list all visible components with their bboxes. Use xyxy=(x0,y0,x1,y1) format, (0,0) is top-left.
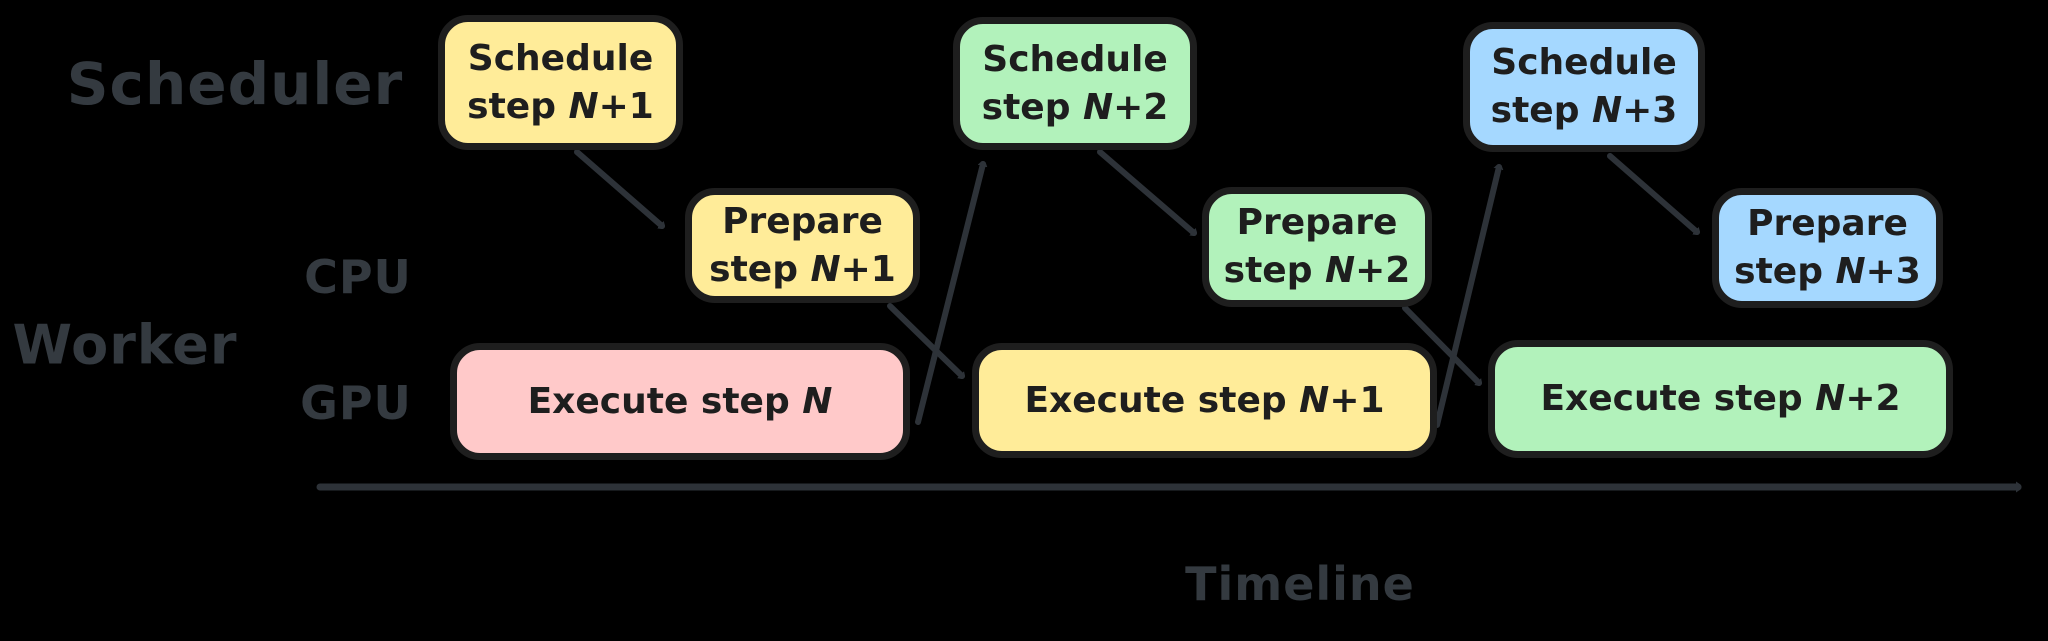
timeline-label: Timeline xyxy=(1185,557,1415,611)
node-label-line: step N+2 xyxy=(981,86,1169,128)
execute-step-n1-node: Execute step N+1 xyxy=(972,343,1437,458)
schedule-step-n1-node: Schedule step N+1 xyxy=(438,15,683,150)
prepare-step-n1-node: Prepare step N+1 xyxy=(685,188,920,303)
node-label-line: Execute step N+1 xyxy=(1024,379,1385,421)
scheduler-row-label: Scheduler xyxy=(66,50,404,118)
gpu-row-label: GPU xyxy=(300,376,412,430)
node-label-line: step N+3 xyxy=(1490,90,1678,131)
schedule-n1-to-prepare-n1-arrow xyxy=(574,149,662,229)
node-label-line: Schedule xyxy=(467,37,654,79)
node-label-line: step N+2 xyxy=(1223,250,1411,291)
cpu-row-label: CPU xyxy=(304,250,412,304)
execute-step-n2-node: Execute step N+2 xyxy=(1488,340,1953,458)
node-label-line: step N+3 xyxy=(1734,251,1921,292)
schedule-n2-to-prepare-n2-arrow xyxy=(1097,149,1194,236)
node-label-line: Prepare xyxy=(1236,202,1398,244)
node-label-line: Schedule xyxy=(1491,42,1677,84)
schedule-step-n3-node: Schedule step N+3 xyxy=(1463,22,1705,152)
node-label-line: Execute step N+2 xyxy=(1540,378,1901,420)
node-label-line: step N+1 xyxy=(709,248,896,290)
schedule-step-n2-node: Schedule step N+2 xyxy=(953,17,1197,150)
node-label-line: step N+1 xyxy=(467,85,654,127)
node-label-line: Execute step N xyxy=(527,380,833,422)
node-label-line: Prepare xyxy=(1747,203,1908,245)
execute-step-n-node: Execute step N xyxy=(450,343,910,460)
node-label-line: Schedule xyxy=(982,38,1168,80)
prepare-step-n2-node: Prepare step N+2 xyxy=(1202,187,1432,307)
node-label-line: Prepare xyxy=(722,200,883,242)
prepare-step-n3-node: Prepare step N+3 xyxy=(1712,188,1943,308)
schedule-n3-to-prepare-n3-arrow xyxy=(1607,153,1697,235)
worker-row-label: Worker xyxy=(12,313,238,377)
